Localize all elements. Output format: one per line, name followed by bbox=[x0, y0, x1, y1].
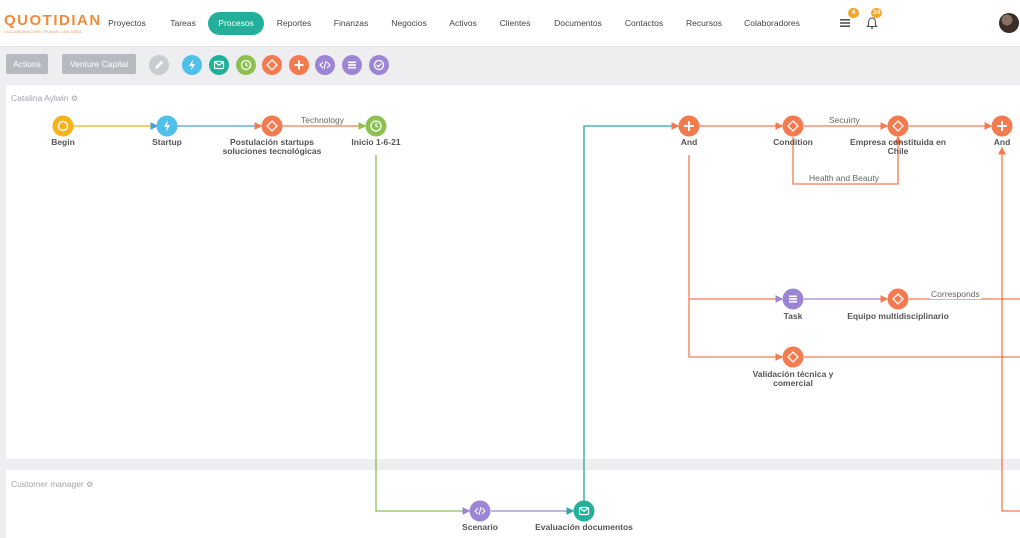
label-evaluacion: Evaluación documentos bbox=[535, 522, 633, 532]
actions-button[interactable]: Actions bbox=[6, 54, 48, 74]
label-and-2: And bbox=[993, 137, 1011, 147]
diamond-icon[interactable] bbox=[262, 55, 282, 75]
nav-proyectos[interactable]: Proyectos bbox=[108, 18, 146, 28]
node-and-2[interactable] bbox=[991, 115, 1013, 137]
label-empresa: Empresa constituida en Chile bbox=[850, 137, 946, 156]
list-icon[interactable] bbox=[838, 16, 852, 30]
diamond-icon bbox=[787, 351, 799, 363]
list-badge: 4 bbox=[848, 8, 859, 18]
diagram-edges bbox=[73, 122, 1020, 515]
nav-activos[interactable]: Activos bbox=[449, 18, 477, 28]
label-postulacion: Postulación startups soluciones tecnológ… bbox=[222, 137, 322, 156]
edge-health-beauty[interactable] bbox=[792, 135, 902, 185]
edge-into-and2[interactable] bbox=[998, 146, 1020, 512]
lane-title-text: Customer manager bbox=[11, 479, 84, 489]
node-and-1[interactable] bbox=[678, 115, 700, 137]
plus-icon[interactable] bbox=[289, 55, 309, 75]
nav-documentos[interactable]: Documentos bbox=[554, 18, 602, 28]
nav-recursos[interactable]: Recursos bbox=[686, 18, 722, 28]
label-equipo: Equipo multidisciplinario bbox=[847, 311, 949, 321]
label-validacion: Validación técnica y comercial bbox=[752, 369, 834, 388]
edge-label-health: Health and Beauty bbox=[808, 173, 880, 183]
envelope-icon bbox=[578, 506, 590, 516]
label-begin: Begin bbox=[51, 137, 75, 147]
label-task: Task bbox=[783, 311, 803, 321]
nav-colaboradores[interactable]: Colaboradores bbox=[744, 18, 800, 28]
nav-negocios[interactable]: Negocios bbox=[391, 18, 427, 28]
edge-label-corresponds: Corresponds bbox=[930, 289, 981, 299]
node-empresa[interactable] bbox=[887, 115, 909, 137]
task-icon[interactable] bbox=[342, 55, 362, 75]
label-condition: Condition bbox=[773, 137, 813, 147]
code-icon bbox=[474, 506, 486, 516]
swimlane-customer-manager bbox=[6, 470, 1020, 538]
logo-subtitle: COLABORACION TRAVIS LAN IDEA bbox=[4, 29, 82, 34]
nav-contactos[interactable]: Contactos bbox=[624, 18, 664, 28]
envelope-icon[interactable] bbox=[209, 55, 229, 75]
label-scenario: Scenario bbox=[462, 522, 498, 532]
nav-clientes[interactable]: Clientes bbox=[499, 18, 531, 28]
start-circle-icon bbox=[57, 120, 69, 132]
gear-icon[interactable]: ⚙ bbox=[70, 94, 79, 103]
top-navigation-bar: QUOTIDIAN COLABORACION TRAVIS LAN IDEA P… bbox=[0, 0, 1020, 47]
nav-procesos[interactable]: Procesos bbox=[208, 12, 264, 35]
lane-title-text: Catalina Aylwin bbox=[11, 93, 69, 103]
diamond-icon bbox=[892, 120, 904, 132]
nav-finanzas[interactable]: Finanzas bbox=[333, 18, 369, 28]
app-logo[interactable]: QUOTIDIAN COLABORACION TRAVIS LAN IDEA bbox=[4, 12, 102, 34]
node-condition[interactable] bbox=[782, 115, 804, 137]
edge-label-technology: Technology bbox=[300, 115, 346, 125]
task-icon bbox=[789, 295, 797, 303]
pencil-icon[interactable] bbox=[149, 55, 169, 75]
lightning-icon[interactable] bbox=[182, 55, 202, 75]
node-postulacion[interactable] bbox=[261, 115, 283, 137]
clock-icon[interactable] bbox=[236, 55, 256, 75]
node-begin[interactable] bbox=[52, 115, 74, 137]
node-evaluacion[interactable] bbox=[573, 500, 595, 522]
clock-icon bbox=[370, 120, 382, 132]
node-task[interactable] bbox=[782, 288, 804, 310]
plus-icon bbox=[684, 121, 694, 131]
check-circle-icon[interactable] bbox=[369, 55, 389, 75]
bell-icon[interactable] bbox=[865, 16, 879, 30]
label-inicio: Inicio 1-6-21 bbox=[351, 137, 401, 147]
label-and-1: And bbox=[680, 137, 698, 147]
code-icon[interactable] bbox=[315, 55, 335, 75]
node-validacion[interactable] bbox=[782, 346, 804, 368]
lane-title-catalina: Catalina Aylwin ⚙ bbox=[11, 93, 78, 103]
lane-title-customer: Customer manager ⚙ bbox=[11, 479, 93, 489]
edge-inicio-scenario[interactable] bbox=[375, 155, 471, 515]
gear-icon[interactable]: ⚙ bbox=[86, 480, 94, 489]
nav-reportes[interactable]: Reportes bbox=[276, 18, 312, 28]
node-equipo[interactable] bbox=[887, 288, 909, 310]
edge-evaluacion-and[interactable] bbox=[583, 122, 680, 501]
nav-tareas[interactable]: Tareas bbox=[170, 18, 196, 28]
label-startup: Startup bbox=[152, 137, 182, 147]
user-avatar[interactable] bbox=[999, 13, 1019, 33]
swimlane-catalina bbox=[6, 85, 1020, 459]
plus-icon bbox=[997, 121, 1007, 131]
venture-capital-button[interactable]: Venture Capital bbox=[62, 54, 136, 74]
edge-and-task[interactable] bbox=[688, 155, 784, 303]
bell-badge: 24 bbox=[871, 8, 883, 18]
edge-and-validacion[interactable] bbox=[688, 299, 784, 361]
node-inicio[interactable] bbox=[365, 115, 387, 137]
diamond-icon bbox=[266, 120, 278, 132]
diamond-icon bbox=[787, 120, 799, 132]
lightning-icon bbox=[164, 120, 170, 132]
logo-text: QUOTIDIAN bbox=[4, 12, 102, 29]
node-scenario[interactable] bbox=[469, 500, 491, 522]
diamond-icon bbox=[892, 293, 904, 305]
edge-label-security: Secuirty bbox=[828, 115, 861, 125]
node-startup[interactable] bbox=[156, 115, 178, 137]
